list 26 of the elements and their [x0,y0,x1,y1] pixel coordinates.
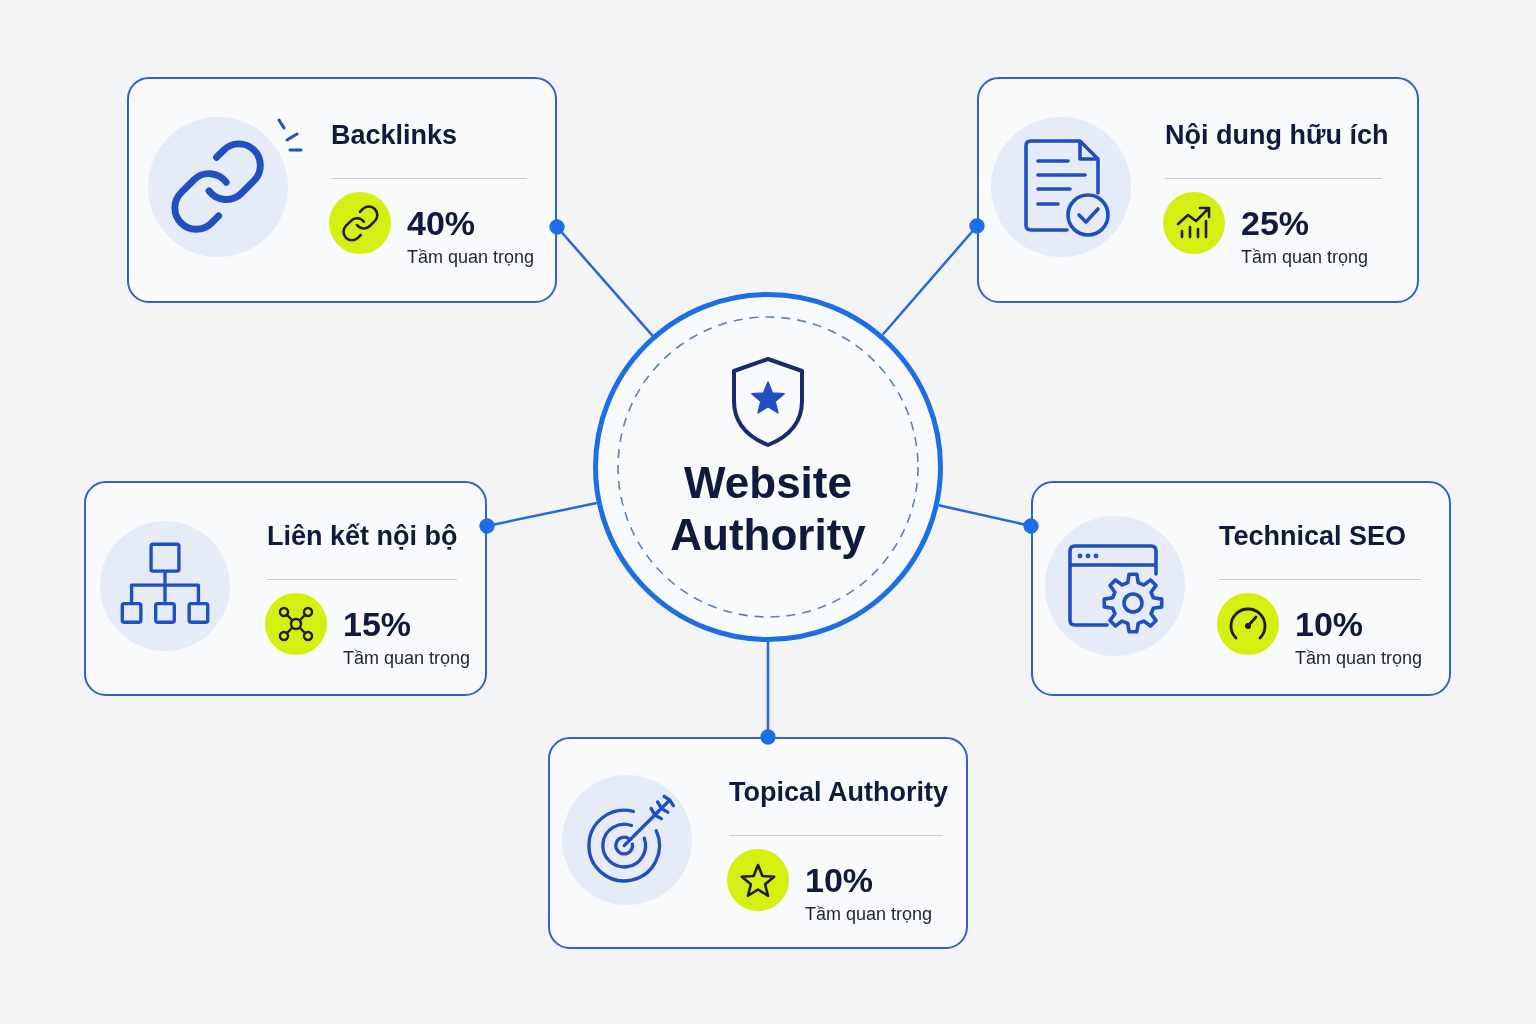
connector-line [549,219,654,337]
card-title: Liên kết nội bộ [267,520,458,552]
connector-line [479,501,597,534]
card-title: Technical SEO [1219,520,1407,552]
hub-title: Website Authority [669,457,867,561]
card-title: Nội dung hữu ích [1165,119,1389,151]
factor-card [127,77,557,303]
connector-line [938,504,1039,534]
connector-line [760,642,776,745]
percentage-value: 15% [343,605,412,643]
importance-label: Tầm quan trọng [1241,246,1369,268]
factor-card [84,481,487,696]
factor-card [1031,481,1451,696]
percentage-value: 25% [1241,204,1310,242]
percentage-value: 40% [407,204,476,242]
importance-label: Tầm quan trọng [407,246,535,268]
percentage-value: 10% [1295,605,1364,643]
connector-line [881,218,985,336]
importance-label: Tầm quan trọng [343,647,471,669]
factor-card [548,737,968,949]
factor-card [977,77,1419,303]
importance-label: Tầm quan trọng [1295,647,1423,669]
percentage-value: 10% [805,861,874,899]
importance-label: Tầm quan trọng [805,903,933,925]
card-title: Topical Authority [729,776,948,808]
card-title: Backlinks [331,119,458,151]
